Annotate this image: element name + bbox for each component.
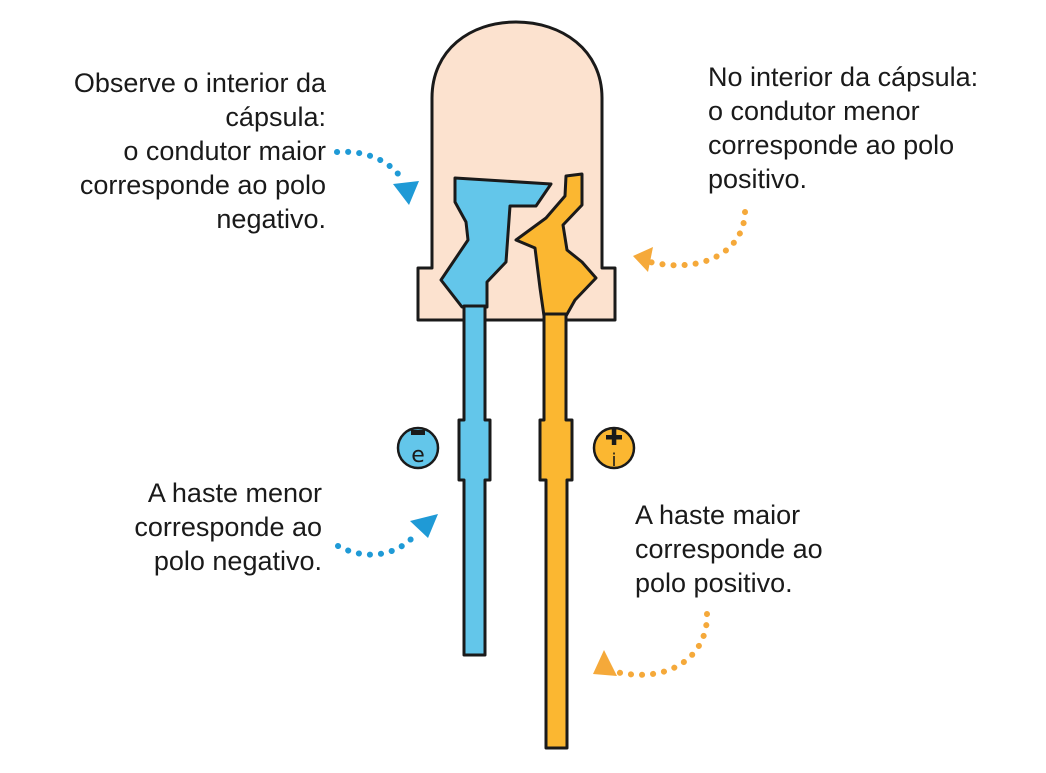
minus-sign-icon — [411, 430, 425, 435]
arrow-bottom-left — [335, 514, 438, 558]
negative-leg — [457, 304, 492, 657]
arrow-top-left — [334, 148, 419, 205]
caption-top-left: Observe o interior da cápsula: o conduto… — [73, 68, 326, 234]
negative-lead — [439, 176, 553, 657]
positive-post — [514, 172, 598, 318]
arrow-bottom-right — [593, 611, 711, 678]
negative-anvil — [439, 176, 553, 309]
caption-bottom-right: A haste maior corresponde ao polo positi… — [635, 500, 823, 598]
arrowhead-icon — [410, 514, 438, 538]
positive-lead — [514, 172, 598, 750]
caption-bottom-left: A haste menor corresponde ao polo negati… — [134, 478, 322, 576]
arrowhead-icon — [633, 247, 653, 272]
negative-badge: e — [396, 426, 440, 470]
plus-sign-icon-v — [611, 429, 617, 445]
arrowhead-icon — [593, 650, 617, 676]
positive-badge-symbol: i — [611, 450, 616, 471]
arrow-top-right — [633, 209, 748, 272]
negative-badge-symbol: e — [411, 443, 425, 468]
arrowhead-icon — [393, 181, 419, 205]
caption-top-right: No interior da cápsula: o condutor menor… — [708, 62, 979, 194]
positive-leg — [538, 312, 574, 750]
positive-badge: i — [592, 426, 636, 471]
